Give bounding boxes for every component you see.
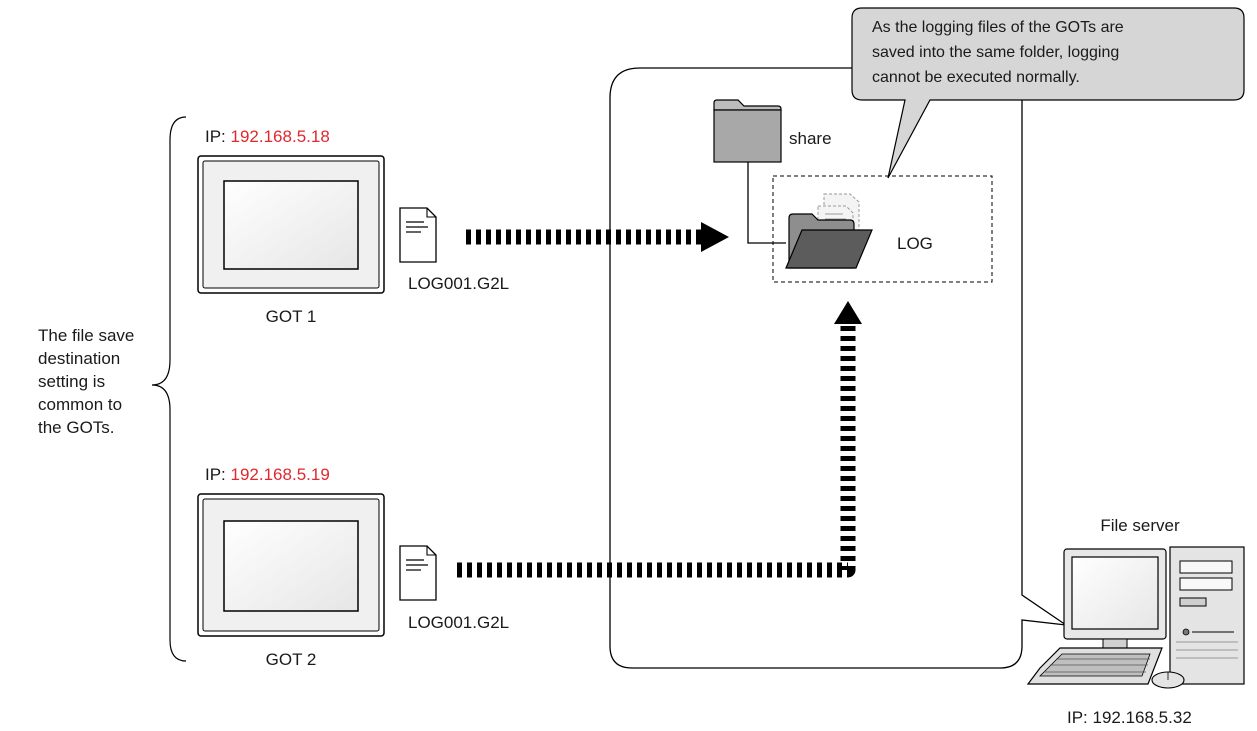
brace	[151, 116, 187, 662]
share-folder-icon	[713, 99, 782, 163]
brace-line-1: The file save	[38, 326, 134, 345]
got1-document-icon	[399, 207, 437, 263]
callout-text: As the logging files of the GOTs are sav…	[872, 19, 1128, 86]
got2-ip-value: 192.168.5.19	[231, 465, 330, 484]
server-computer-icon	[1026, 546, 1245, 689]
got1-file-label: LOG001.G2L	[408, 274, 509, 293]
callout-line-2: saved into the same folder, logging	[872, 44, 1119, 61]
got1-ip-value: 192.168.5.18	[231, 127, 330, 146]
got1-ip-prefix: IP:	[205, 127, 231, 146]
got2-document-icon	[399, 545, 437, 601]
callout-line-1: As the logging files of the GOTs are	[872, 19, 1124, 36]
callout-line-3: cannot be executed normally.	[872, 69, 1080, 86]
got2-monitor-icon	[197, 493, 385, 637]
log-open-folder-icon	[785, 193, 873, 269]
brace-line-2: destination	[38, 349, 120, 368]
got1-group: IP: 192.168.5.18 GOT 1 LOG001.G2L	[197, 127, 509, 326]
got2-ip: IP: 192.168.5.19	[205, 465, 330, 484]
arrow-got2-to-log	[457, 301, 862, 578]
log-folder-label: LOG	[897, 234, 933, 253]
got2-label: GOT 2	[266, 650, 317, 669]
got1-label: GOT 1	[266, 307, 317, 326]
arrow-got1-to-log	[466, 222, 729, 252]
brace-line-3: setting is	[38, 372, 105, 391]
got1-ip: IP: 192.168.5.18	[205, 127, 330, 146]
got2-file-label: LOG001.G2L	[408, 613, 509, 632]
callout-bubble	[851, 7, 1245, 179]
brace-note: The file save destination setting is com…	[38, 326, 139, 437]
share-folder-label: share	[789, 129, 832, 148]
server-label: File server	[1100, 516, 1180, 535]
server-ip: IP: 192.168.5.32	[1067, 708, 1192, 727]
server-area-box	[609, 67, 1067, 669]
got1-monitor-icon	[197, 155, 385, 294]
got2-ip-prefix: IP:	[205, 465, 231, 484]
brace-line-4: common to	[38, 395, 122, 414]
brace-line-5: the GOTs.	[38, 418, 115, 437]
log-folder-dashed-box	[772, 175, 993, 283]
got2-group: IP: 192.168.5.19 GOT 2 LOG001.G2L	[197, 465, 509, 669]
